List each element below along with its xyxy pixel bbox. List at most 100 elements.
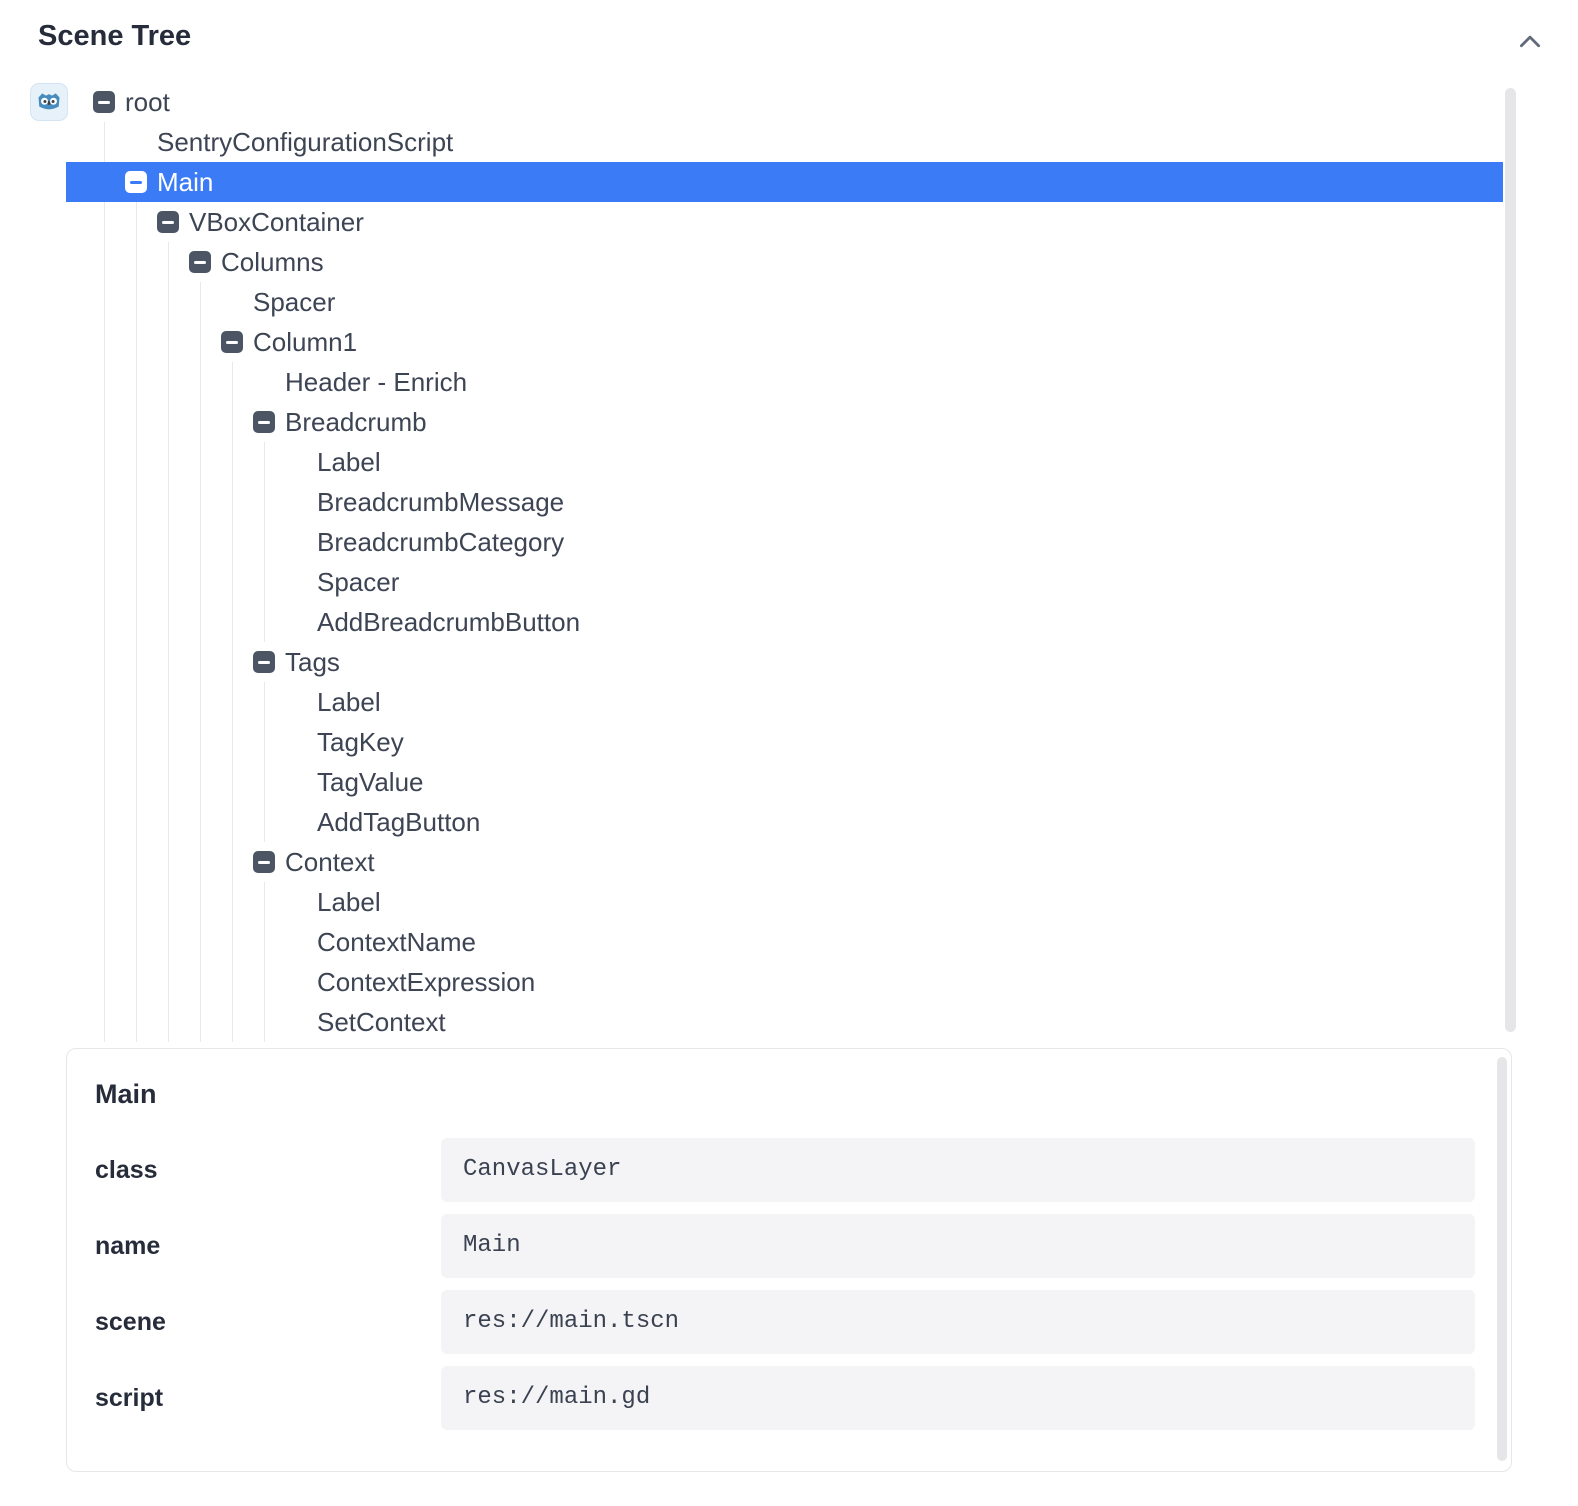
- tree-indent-guide: [253, 602, 285, 642]
- tree-indent-guide: [253, 882, 285, 922]
- tree-indent-guide: [221, 602, 253, 642]
- tree-indent-guide: [157, 642, 189, 682]
- tree-indent-guide: [189, 882, 221, 922]
- tree-indent-guide: [221, 762, 253, 802]
- tree-node[interactable]: AddTagButton: [66, 802, 1503, 842]
- collapse-minus-icon[interactable]: [189, 251, 211, 273]
- collapse-minus-icon[interactable]: [157, 211, 179, 233]
- minus-glyph: [162, 220, 174, 224]
- tree-indent-guide: [125, 402, 157, 442]
- tree-indent-guide: [157, 802, 189, 842]
- tree-node-label: BreadcrumbMessage: [317, 487, 565, 517]
- tree-node[interactable]: AddBreadcrumbButton: [66, 602, 1503, 642]
- collapse-minus-icon[interactable]: [125, 171, 147, 193]
- property-value: res://main.gd: [441, 1366, 1475, 1430]
- tree-indent-guide: [189, 682, 221, 722]
- tree-node[interactable]: TagValue: [66, 762, 1503, 802]
- tree-indent-guide: [157, 442, 189, 482]
- tree-indent-guide: [93, 442, 125, 482]
- tree-indent-guide: [221, 842, 253, 882]
- collapse-minus-icon[interactable]: [253, 411, 275, 433]
- tree-indent-guide: [93, 642, 125, 682]
- tree-indent-guide: [189, 362, 221, 402]
- tree-indent-guide: [189, 522, 221, 562]
- tree-indent-guide: [93, 402, 125, 442]
- tree-node-label: SetContext: [317, 1007, 446, 1037]
- tree-node[interactable]: ContextName: [66, 922, 1503, 962]
- tree-node[interactable]: SetContext: [66, 1002, 1503, 1042]
- collapse-panel-button[interactable]: [1516, 28, 1544, 56]
- tree-node[interactable]: Context: [66, 842, 1503, 882]
- tree-node[interactable]: Header - Enrich: [66, 362, 1503, 402]
- tree-node-label: Header - Enrich: [285, 367, 468, 397]
- tree-node[interactable]: Tags: [66, 642, 1503, 682]
- tree-indent-guide: [157, 602, 189, 642]
- property-value: Main: [441, 1214, 1475, 1278]
- collapse-minus-icon[interactable]: [93, 91, 115, 113]
- tree-indent-guide: [189, 642, 221, 682]
- details-scrollbar[interactable]: [1497, 1057, 1507, 1461]
- collapse-minus-icon[interactable]: [221, 331, 243, 353]
- tree-indent-guide: [157, 962, 189, 1002]
- tree-indent-guide: [125, 882, 157, 922]
- tree-indent-guide: [93, 362, 125, 402]
- tree-indent-guide: [125, 682, 157, 722]
- tree-node[interactable]: Columns: [66, 242, 1503, 282]
- tree-indent-guide: [125, 802, 157, 842]
- tree-indent-guide: [157, 322, 189, 362]
- tree-node[interactable]: Breadcrumb: [66, 402, 1503, 442]
- tree-node[interactable]: TagKey: [66, 722, 1503, 762]
- tree-node-label: Label: [317, 687, 381, 717]
- tree-node[interactable]: SentryConfigurationScript: [66, 122, 1503, 162]
- tree-node[interactable]: BreadcrumbMessage: [66, 482, 1503, 522]
- tree-node-label: Column1: [253, 327, 358, 357]
- tree-indent-guide: [253, 762, 285, 802]
- tree-indent-guide: [221, 922, 253, 962]
- tree-indent-guide: [125, 642, 157, 682]
- tree-indent-guide: [221, 442, 253, 482]
- tree-node[interactable]: Main: [66, 162, 1503, 202]
- tree-node-label: Spacer: [317, 567, 400, 597]
- collapse-minus-icon[interactable]: [253, 851, 275, 873]
- tree-indent-guide: [125, 842, 157, 882]
- minus-glyph: [130, 180, 142, 184]
- tree-indent-guide: [93, 562, 125, 602]
- tree-indent-guide: [93, 882, 125, 922]
- tree-indent-guide: [93, 602, 125, 642]
- tree-indent-guide: [253, 962, 285, 1002]
- tree-node[interactable]: Label: [66, 882, 1503, 922]
- tree-indent-guide: [189, 802, 221, 842]
- tree-node[interactable]: Column1: [66, 322, 1503, 362]
- tree-indent-guide: [253, 1002, 285, 1042]
- tree-indent-guide: [253, 802, 285, 842]
- tree-indent-guide: [157, 242, 189, 282]
- property-label: script: [95, 1383, 164, 1412]
- tree-node[interactable]: root: [66, 82, 1503, 122]
- tree-node[interactable]: Spacer: [66, 282, 1503, 322]
- tree-indent-guide: [221, 682, 253, 722]
- tree-node-label: AddTagButton: [317, 807, 481, 837]
- collapse-minus-icon[interactable]: [253, 651, 275, 673]
- minus-glyph: [98, 100, 110, 104]
- tree-indent-guide: [157, 522, 189, 562]
- tree-node-label: root: [125, 87, 170, 117]
- property-row: script res://main.gd: [95, 1366, 1511, 1430]
- tree-node[interactable]: VBoxContainer: [66, 202, 1503, 242]
- minus-glyph: [258, 860, 270, 864]
- tree-scrollbar[interactable]: [1505, 88, 1516, 1032]
- tree-node[interactable]: Label: [66, 682, 1503, 722]
- tree-indent-guide: [157, 722, 189, 762]
- tree-node[interactable]: Spacer: [66, 562, 1503, 602]
- tree-node[interactable]: BreadcrumbCategory: [66, 522, 1503, 562]
- tree-indent-guide: [125, 562, 157, 602]
- tree-node-label: Context: [285, 847, 375, 877]
- tree-node[interactable]: Label: [66, 442, 1503, 482]
- tree-node[interactable]: ContextExpression: [66, 962, 1503, 1002]
- tree-indent-guide: [221, 482, 253, 522]
- tree-indent-guide: [125, 322, 157, 362]
- tree-indent-guide: [253, 922, 285, 962]
- tree-indent-guide: [157, 362, 189, 402]
- tree-indent-guide: [93, 842, 125, 882]
